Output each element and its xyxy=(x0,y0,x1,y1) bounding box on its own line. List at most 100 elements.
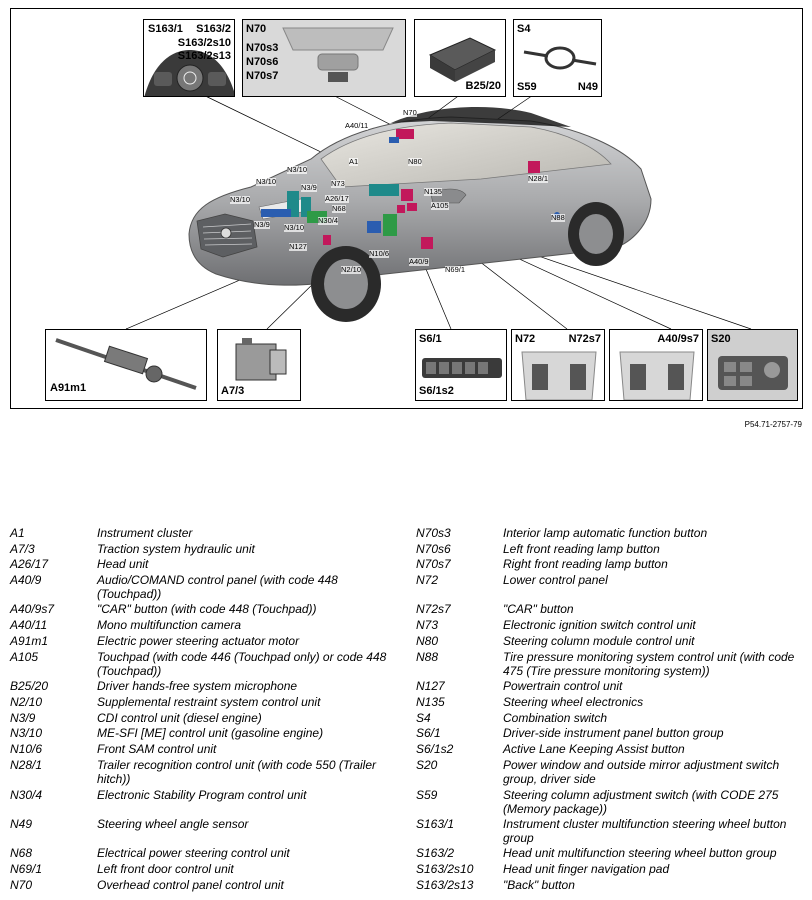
legend-code: A105 xyxy=(10,650,39,664)
legend-desc: Electronic Stability Program control uni… xyxy=(97,788,307,802)
legend-desc: Instrument cluster multifunction steerin… xyxy=(503,817,787,845)
label-n72: N72 xyxy=(515,333,536,345)
steering-rack-icon xyxy=(55,338,197,390)
legend-desc: Supplemental restraint system control un… xyxy=(97,695,321,709)
inset-combination-switch: S4 S59 N49 xyxy=(513,19,602,97)
components xyxy=(261,129,560,249)
figure-reference: P54.71-2757-79 xyxy=(744,420,802,429)
legend-desc: Overhead control panel control unit xyxy=(97,878,284,892)
legend-desc: Lower control panel xyxy=(503,573,608,587)
button-group-icon xyxy=(422,358,502,378)
inset-car-button: A40/9s7 xyxy=(609,329,703,401)
inset-lower-panel: N72 N72s7 xyxy=(511,329,605,401)
legend-desc: CDI control unit (diesel engine) xyxy=(97,711,262,725)
combination-switch-icon xyxy=(523,46,597,70)
callout-n3-10-a: N3/10 xyxy=(287,165,308,174)
legend-desc: "Back" button xyxy=(503,878,575,892)
label-s163-2s10: S163/2s10 xyxy=(177,37,231,49)
legend-code: N2/10 xyxy=(10,695,43,709)
callout-n69-1: N69/1 xyxy=(445,265,466,274)
callout-n3-10-d: N3/10 xyxy=(284,223,305,232)
legend-desc: Interior lamp automatic function button xyxy=(503,526,708,540)
legend-desc: "CAR" button (with code 448 (Touchpad)) xyxy=(97,602,317,616)
legend-desc: Electronic ignition switch control unit xyxy=(503,618,696,632)
callout-n28-1: N28/1 xyxy=(528,174,549,183)
legend-code: N70s3 xyxy=(416,526,451,540)
legend-code: N73 xyxy=(416,618,439,632)
legend-desc: Left front door control unit xyxy=(97,862,234,876)
callout-n3-9-b: N3/9 xyxy=(254,220,270,229)
callout-n3-9-a: N3/9 xyxy=(301,183,317,192)
legend-desc: Active Lane Keeping Assist button xyxy=(503,742,685,756)
legend-code: N70s7 xyxy=(416,557,451,571)
legend-code: A40/11 xyxy=(10,618,48,632)
steering-wheel-icon xyxy=(144,50,234,96)
legend-code: S59 xyxy=(416,788,438,802)
legend-code: N70s6 xyxy=(416,542,451,556)
legend-code: N88 xyxy=(416,650,439,664)
callout-n10-6: N10/6 xyxy=(369,249,390,258)
component-location-diagram: A40/11 N70 A1 N80 N3/10 N3/10 N3/9 N3/10… xyxy=(10,8,803,409)
callout-n3-10-b: N3/10 xyxy=(256,177,277,186)
legend-code: S20 xyxy=(416,758,438,772)
legend-code: S4 xyxy=(416,711,431,725)
label-s6-1: S6/1 xyxy=(419,333,442,345)
label-s59: S59 xyxy=(517,81,537,93)
legend-code: N30/4 xyxy=(10,788,43,802)
legend-code: A1 xyxy=(10,526,25,540)
legend-desc: Combination switch xyxy=(503,711,608,725)
hydraulic-unit-icon xyxy=(235,338,287,381)
legend-code: S6/1 xyxy=(416,726,441,740)
inset-power-steering: A91m1 xyxy=(45,329,207,401)
legend-desc: "CAR" button xyxy=(503,602,574,616)
legend-desc: Head unit multifunction steering wheel b… xyxy=(503,846,777,860)
legend-code: N68 xyxy=(10,846,33,860)
legend-code: N28/1 xyxy=(10,758,43,772)
lower-panel-icon xyxy=(521,351,597,400)
inset-steering-buttons: S163/1 S163/2 S163/2s10 S163/2s13 xyxy=(143,19,235,97)
legend-desc: Head unit finger navigation pad xyxy=(503,862,670,876)
legend-desc: Steering column module control unit xyxy=(503,634,695,648)
legend-code: N127 xyxy=(416,679,445,693)
legend-desc: Traction system hydraulic unit xyxy=(97,542,255,556)
legend-desc: Audio/COMAND control panel (with code 44… xyxy=(97,573,338,601)
legend-code: N135 xyxy=(416,695,445,709)
inset-window-switch: S20 xyxy=(707,329,798,401)
label-n70: N70 xyxy=(246,23,267,35)
legend-code: N72 xyxy=(416,573,439,587)
callout-n73: N73 xyxy=(331,179,345,188)
legend-desc: Mono multifunction camera xyxy=(97,618,242,632)
callout-a1: A1 xyxy=(349,157,359,166)
legend-desc: Steering wheel angle sensor xyxy=(97,817,249,831)
callout-a40-11: A40/11 xyxy=(345,121,369,130)
label-a7-3: A7/3 xyxy=(221,385,245,397)
legend-desc: Touchpad (with code 446 (Touchpad only) … xyxy=(97,650,387,678)
legend-desc: Electric power steering actuator motor xyxy=(97,634,300,648)
inset-overhead-panel: N70 N70s3 N70s6 N70s7 xyxy=(242,19,406,97)
callout-n2-10: N2/10 xyxy=(341,265,362,274)
callout-n127: N127 xyxy=(289,242,307,251)
legend-code: N80 xyxy=(416,634,439,648)
microphone-icon xyxy=(428,37,497,82)
legend-code: S163/2 xyxy=(416,846,455,860)
legend-code: A40/9 xyxy=(10,573,42,587)
legend-code: N72s7 xyxy=(416,602,451,616)
label-n72s7: N72s7 xyxy=(568,333,601,345)
legend-desc: Head unit xyxy=(97,557,149,571)
inset-microphone: B25/20 xyxy=(414,19,506,97)
label-n70s3: N70s3 xyxy=(246,42,279,54)
legend-desc: Power window and outside mirror adjustme… xyxy=(503,758,780,786)
label-s20: S20 xyxy=(711,333,731,345)
label-n70s6: N70s6 xyxy=(246,56,279,68)
label-a40-9s7: A40/9s7 xyxy=(657,333,699,345)
label-b25-20: B25/20 xyxy=(465,80,501,92)
legend-code: N70 xyxy=(10,878,33,892)
inset-instrument-buttons: S6/1 S6/1s2 xyxy=(415,329,507,401)
legend-code: S163/1 xyxy=(416,817,455,831)
legend-desc: Steering column adjustment switch (with … xyxy=(503,788,779,816)
legend-desc: Left front reading lamp button xyxy=(503,542,660,556)
label-a91m1: A91m1 xyxy=(50,382,87,394)
label-s163-2s13: S163/2s13 xyxy=(177,50,231,62)
car-button-icon xyxy=(619,351,695,400)
legend-code: N49 xyxy=(10,817,33,831)
